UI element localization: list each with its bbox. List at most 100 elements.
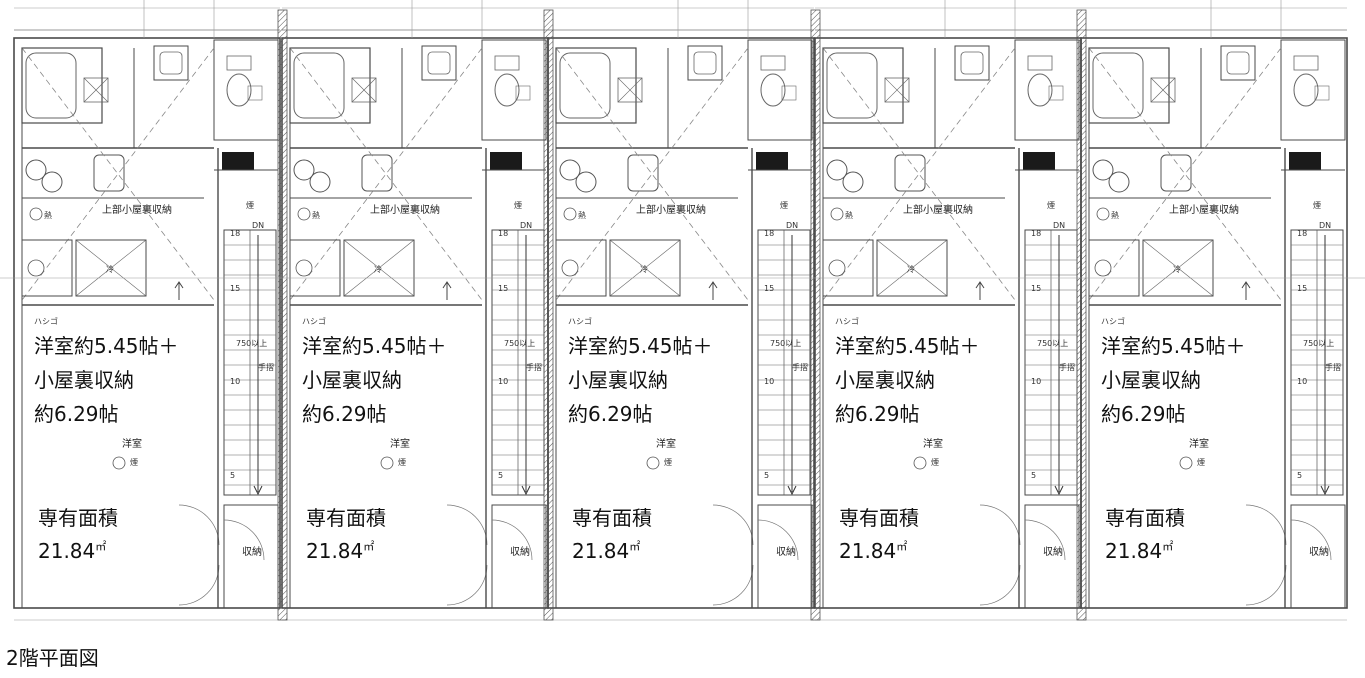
stair-step-number: 15	[1031, 284, 1042, 293]
ladder-label: ハシゴ	[302, 317, 326, 326]
loft-storage-note: 上部小屋裏収納	[102, 205, 172, 216]
room-description-line-2: 小屋裏収納	[302, 368, 402, 392]
stair-step-number: 10	[230, 377, 241, 386]
fridge-label: 冷	[1173, 265, 1181, 274]
party-walls	[277, 9, 1087, 621]
room-description-line-1: 洋室約5.45帖＋	[34, 334, 179, 358]
room-description-line-1: 洋室約5.45帖＋	[835, 334, 980, 358]
room-description-line-2: 小屋裏収納	[34, 368, 134, 392]
room-label: 洋室	[390, 439, 410, 450]
area-value: 21.84㎡	[38, 539, 107, 563]
stair-dn-label: DN	[1053, 221, 1066, 230]
fridge-label: 冷	[106, 265, 114, 274]
room-smoke-detector-icon: 煙	[398, 458, 406, 467]
ladder-label: ハシゴ	[34, 317, 58, 326]
room-smoke-detector-icon: 煙	[664, 458, 672, 467]
stair-step-number: 5	[1031, 471, 1037, 480]
room-smoke-detector-icon: 煙	[1197, 458, 1205, 467]
stair-step-number: 5	[1297, 471, 1303, 480]
stair-width-label: 750以上	[770, 339, 802, 348]
fridge-label: 冷	[374, 265, 382, 274]
room-description-line-2: 小屋裏収納	[835, 368, 935, 392]
handrail-label: 手摺	[1059, 363, 1075, 372]
handrail-label: 手摺	[792, 363, 808, 372]
fridge-label: 冷	[907, 265, 915, 274]
floor-plan-drawing	[0, 0, 1365, 621]
handrail-label: 手摺	[1325, 363, 1341, 372]
stair-step-number: 18	[230, 229, 241, 238]
ladder-label: ハシゴ	[835, 317, 859, 326]
stair-dn-label: DN	[1319, 221, 1332, 230]
room-description-line-3: 約6.29帖	[568, 402, 653, 426]
smoke-detector-icon: 煙	[1047, 201, 1055, 210]
area-label: 専有面積	[38, 506, 118, 530]
stair-width-label: 750以上	[236, 339, 268, 348]
room-description-line-3: 約6.29帖	[302, 402, 387, 426]
stair-step-number: 18	[1297, 229, 1308, 238]
stair-dn-label: DN	[786, 221, 799, 230]
stair-step-number: 15	[1297, 284, 1308, 293]
heat-detector-icon: 熱	[578, 211, 586, 220]
area-value: 21.84㎡	[839, 539, 908, 563]
fridge-label: 冷	[640, 265, 648, 274]
stair-width-label: 750以上	[504, 339, 536, 348]
area-label: 専有面積	[839, 506, 919, 530]
stair-step-number: 10	[498, 377, 509, 386]
ladder-label: ハシゴ	[568, 317, 592, 326]
heat-detector-icon: 熱	[312, 211, 320, 220]
room-description-line-2: 小屋裏収納	[568, 368, 668, 392]
room-description-line-1: 洋室約5.45帖＋	[302, 334, 447, 358]
area-value: 21.84㎡	[572, 539, 641, 563]
unit-2-labels: 上部小屋裏収納 熱 煙 冷 DN 18 15 10 5 750以上 手摺 ハシゴ…	[282, 0, 548, 640]
smoke-detector-icon: 煙	[780, 201, 788, 210]
stair-step-number: 15	[764, 284, 775, 293]
stair-step-number: 18	[764, 229, 775, 238]
area-label: 専有面積	[1105, 506, 1185, 530]
room-description-line-3: 約6.29帖	[835, 402, 920, 426]
room-description-line-3: 約6.29帖	[1101, 402, 1186, 426]
closet-label: 収納	[510, 547, 530, 558]
closet-label: 収納	[242, 547, 262, 558]
closet-label: 収納	[1043, 547, 1063, 558]
heat-detector-icon: 熱	[845, 211, 853, 220]
handrail-label: 手摺	[258, 363, 274, 372]
heat-detector-icon: 熱	[44, 211, 52, 220]
room-label: 洋室	[122, 439, 142, 450]
area-value: 21.84㎡	[1105, 539, 1174, 563]
unit-4-labels: 上部小屋裏収納 熱 煙 冷 DN 18 15 10 5 750以上 手摺 ハシゴ…	[815, 0, 1081, 640]
room-smoke-detector-icon: 煙	[931, 458, 939, 467]
stair-step-number: 18	[498, 229, 509, 238]
area-value: 21.84㎡	[306, 539, 375, 563]
unit-5-labels: 上部小屋裏収納 熱 煙 冷 DN 18 15 10 5 750以上 手摺 ハシゴ…	[1081, 0, 1347, 640]
loft-storage-note: 上部小屋裏収納	[636, 205, 706, 216]
drawing-caption: 2階平面図	[6, 646, 99, 670]
loft-storage-note: 上部小屋裏収納	[1169, 205, 1239, 216]
stair-width-label: 750以上	[1303, 339, 1335, 348]
area-label: 専有面積	[572, 506, 652, 530]
stair-step-number: 15	[230, 284, 241, 293]
ladder-label: ハシゴ	[1101, 317, 1125, 326]
room-label: 洋室	[656, 439, 676, 450]
unit-3-labels: 上部小屋裏収納 熱 煙 冷 DN 18 15 10 5 750以上 手摺 ハシゴ…	[548, 0, 814, 640]
smoke-detector-icon: 煙	[246, 201, 254, 210]
stair-width-label: 750以上	[1037, 339, 1069, 348]
smoke-detector-icon: 煙	[514, 201, 522, 210]
smoke-detector-icon: 煙	[1313, 201, 1321, 210]
room-description-line-2: 小屋裏収納	[1101, 368, 1201, 392]
closet-label: 収納	[776, 547, 796, 558]
stair-dn-label: DN	[252, 221, 265, 230]
stair-step-number: 5	[498, 471, 504, 480]
room-description-line-1: 洋室約5.45帖＋	[1101, 334, 1246, 358]
heat-detector-icon: 熱	[1111, 211, 1119, 220]
stair-step-number: 10	[764, 377, 775, 386]
loft-storage-note: 上部小屋裏収納	[370, 205, 440, 216]
closet-label: 収納	[1309, 547, 1329, 558]
room-description-line-1: 洋室約5.45帖＋	[568, 334, 713, 358]
stair-step-number: 5	[230, 471, 236, 480]
stair-step-number: 10	[1297, 377, 1308, 386]
stair-step-number: 18	[1031, 229, 1042, 238]
room-description-line-3: 約6.29帖	[34, 402, 119, 426]
handrail-label: 手摺	[526, 363, 542, 372]
area-label: 専有面積	[306, 506, 386, 530]
loft-storage-note: 上部小屋裏収納	[903, 205, 973, 216]
